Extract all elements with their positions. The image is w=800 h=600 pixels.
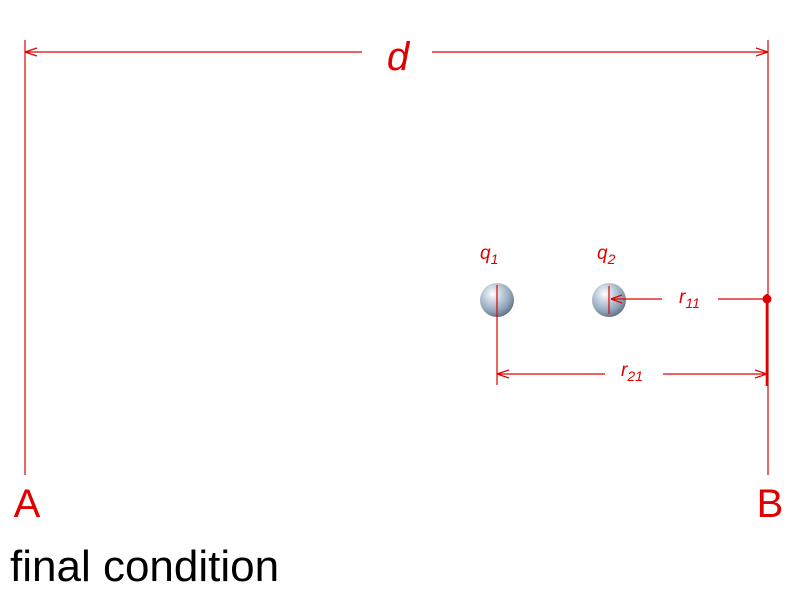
arrowhead-r21-right-icon [754, 369, 768, 379]
point-a-label: A [14, 482, 41, 526]
r11-dimension: r11 [610, 287, 772, 311]
arrowhead-r11-icon [610, 294, 623, 304]
distance-label: d [387, 35, 411, 79]
point-b-label: B [757, 482, 784, 526]
charge-2-label: q2 [597, 243, 616, 267]
caption-final-condition: final condition [10, 542, 280, 591]
arrowhead-right-icon [755, 47, 769, 57]
arrowhead-r21-left-icon [496, 369, 510, 379]
r11-label: r11 [679, 287, 700, 311]
r21-label: r21 [621, 360, 643, 384]
r21-dimension: r21 [496, 360, 768, 384]
distance-dimension: d [24, 35, 769, 79]
arrowhead-left-icon [24, 47, 38, 57]
charge-1-label: q1 [480, 243, 498, 267]
